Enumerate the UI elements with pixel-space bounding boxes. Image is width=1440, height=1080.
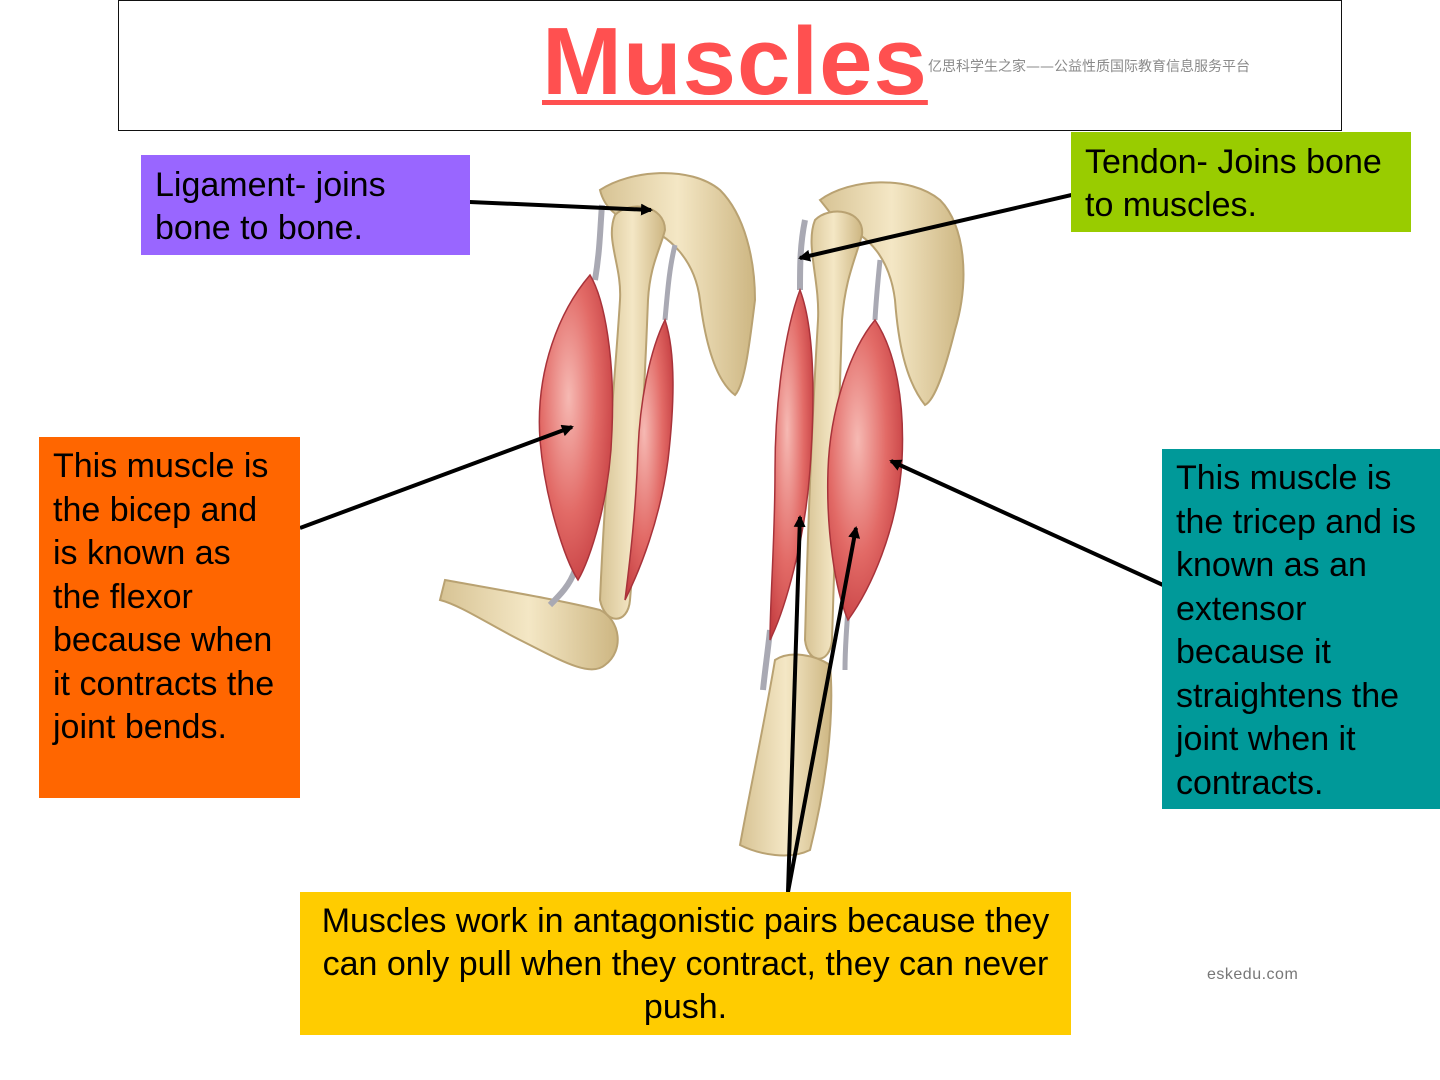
right-arm	[738, 181, 965, 857]
ligament-label: Ligament- joins bone to bone.	[141, 155, 470, 255]
tricep-label: This muscle is the tricep and is known a…	[1162, 449, 1440, 809]
page-title: Muscles	[542, 8, 928, 115]
tendon-label: Tendon- Joins bone to muscles.	[1071, 132, 1411, 232]
tricep-muscle	[826, 318, 904, 622]
left-forearm	[438, 578, 619, 671]
right-scapula	[818, 181, 965, 407]
left-humerus	[598, 205, 667, 620]
title-box	[118, 0, 1342, 131]
bicep-muscle	[538, 273, 614, 582]
tendon-arrow	[798, 188, 1094, 262]
site-url: eskedu.com	[1207, 966, 1299, 983]
watermark-text: 亿思科学生之家——公益性质国际教育信息服务平台	[928, 59, 1250, 75]
antagonist-arrow-left	[786, 515, 806, 893]
bicep-label: This muscle is the bicep and is known as…	[39, 437, 300, 798]
left-arm	[438, 172, 757, 671]
left-tricep-muscle	[624, 318, 674, 601]
bicep-arrow	[299, 424, 574, 530]
right-bicep-muscle	[769, 287, 814, 641]
antagonist-arrow-right	[786, 526, 861, 893]
right-forearm	[738, 653, 833, 857]
tricep-arrow	[889, 459, 1164, 587]
annotation-arrows	[299, 188, 1164, 893]
antagonistic-pairs-label: Muscles work in antagonistic pairs becau…	[300, 892, 1071, 1035]
